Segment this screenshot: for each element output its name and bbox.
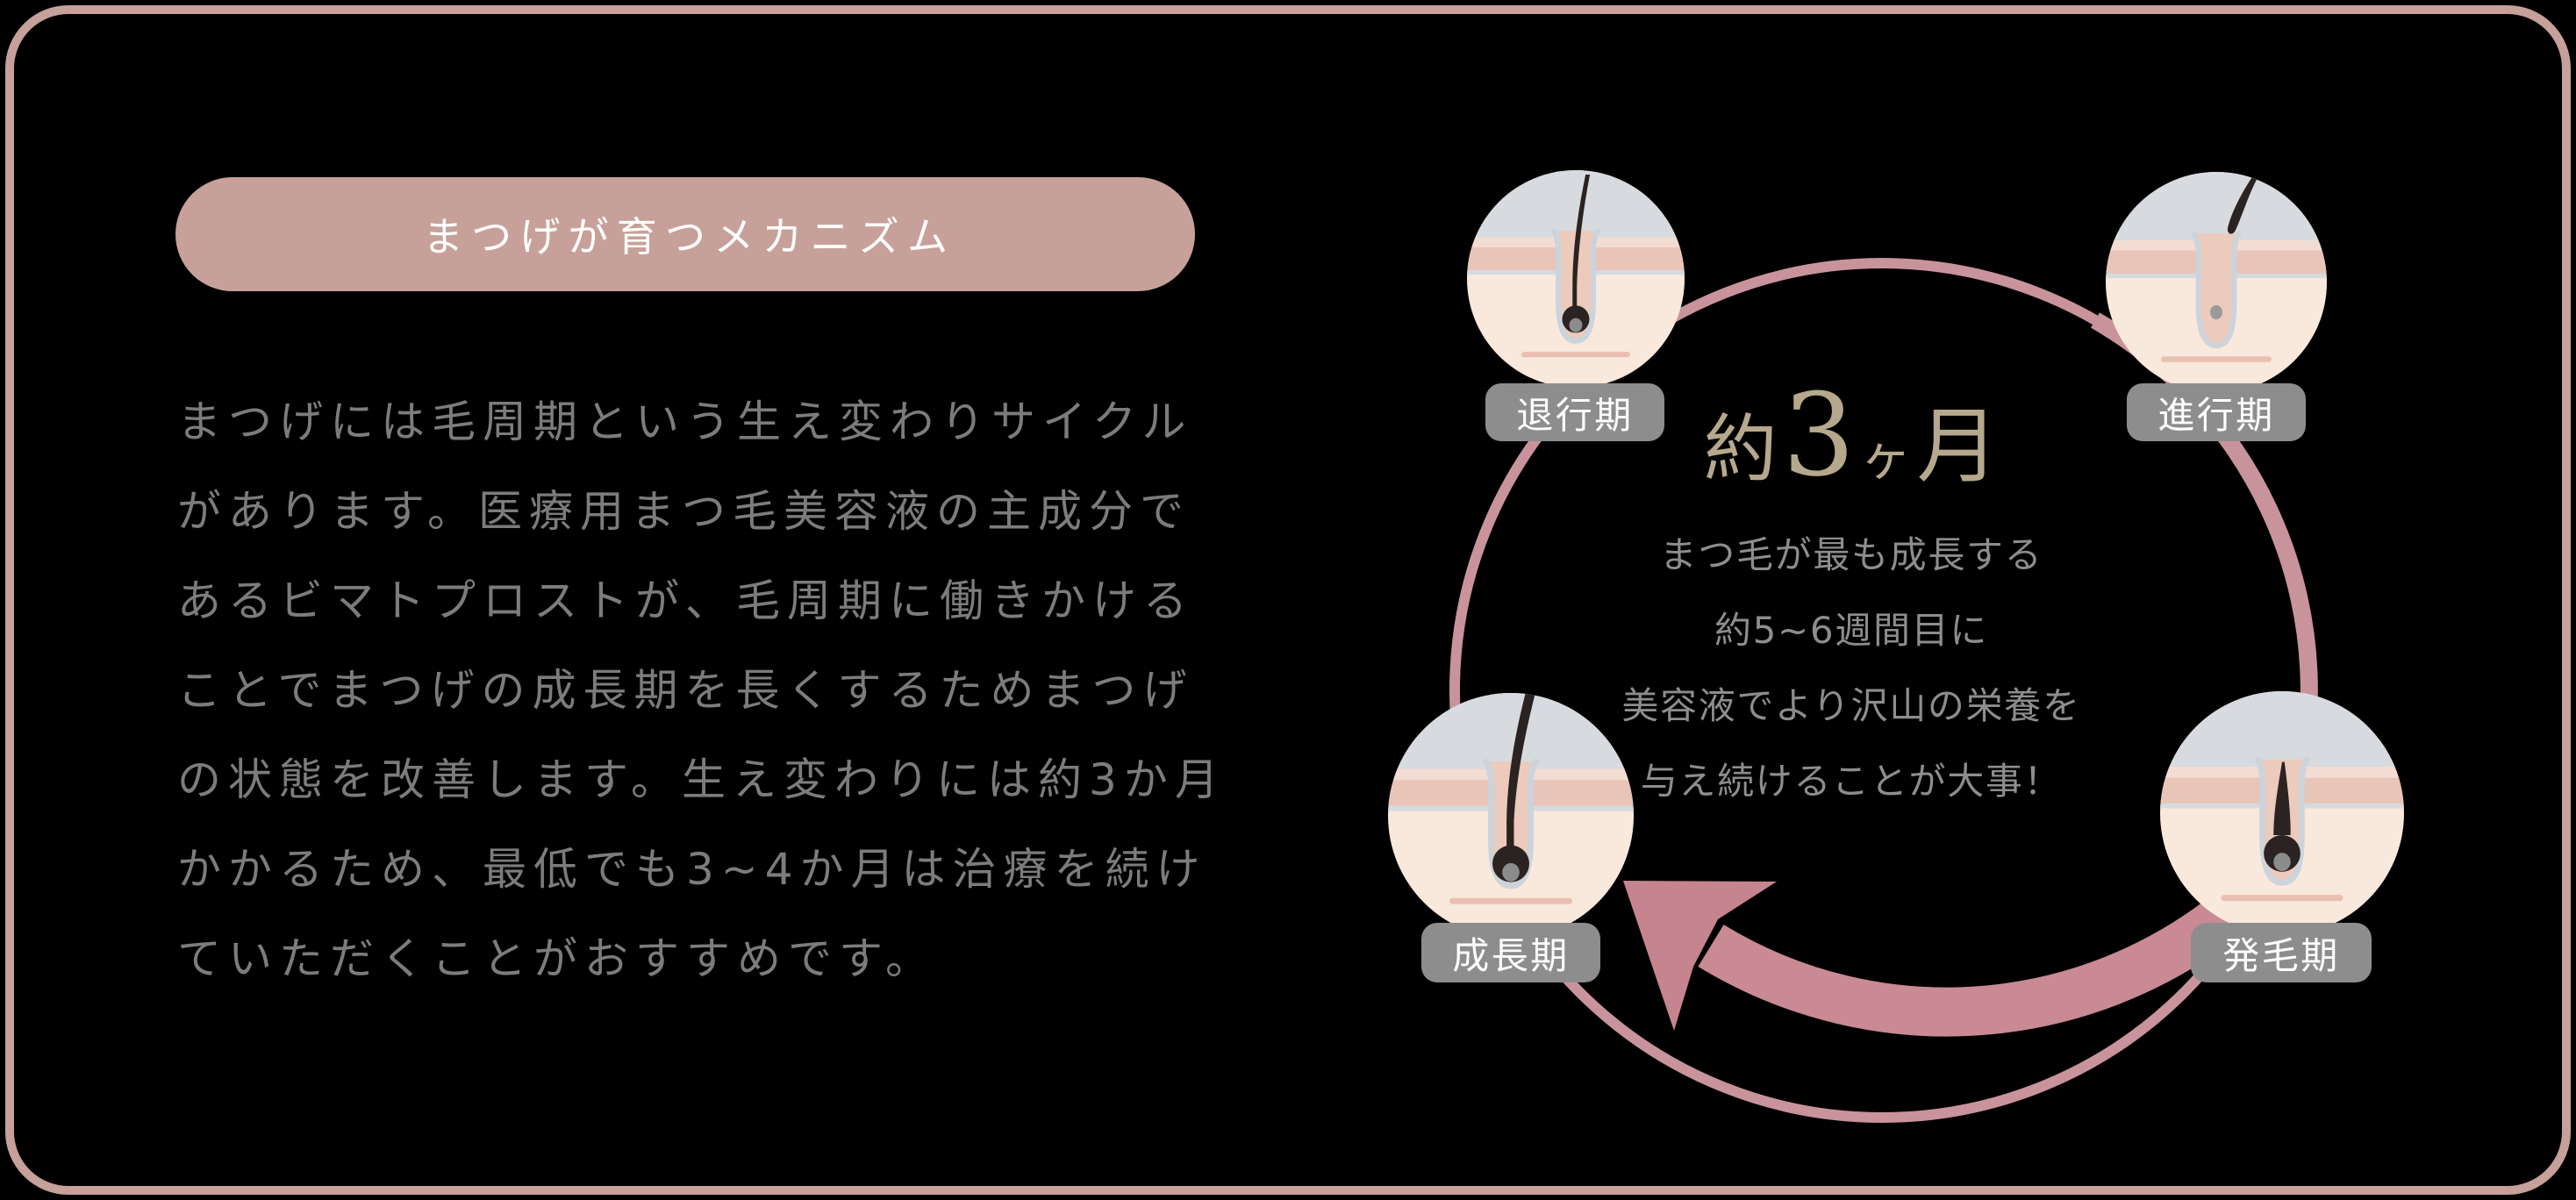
phase-label-progression: 進行期 [2157,393,2275,437]
section-title-pill: まつげが育つメカニズム [175,177,1195,291]
phase-label-hair-start: 発毛期 [2222,933,2340,977]
phase-label-growth: 成長期 [1452,933,1570,977]
cycle-duration-headline: 約 3 ヶ 月 [1606,368,2097,502]
duration-number: 3 [1782,368,1856,502]
follicle-progression-illustration-icon [2106,172,2327,393]
duration-counter: ヶ [1860,427,1912,487]
intro-paragraph: まつげには毛周期という生え変わりサイクル があります。医療用まつ毛美容液の主成分… [177,396,1226,984]
phase-badge-progression: 進行期 [2127,383,2306,441]
follicle-hair-start-illustration-icon [2160,691,2404,935]
phase-badge-growth: 成長期 [1421,923,1600,982]
section-title: まつげが育つメカニズム [422,213,956,261]
duration-about: 約 [1703,406,1778,492]
cycle-note: まつ毛が最も成長する 約5~6週間目に 美容液でより沢山の栄養を 与え続けること… [1621,533,2081,803]
duration-month: 月 [1916,399,2000,495]
follicle-growth-illustration-icon [1388,693,1634,939]
arrowhead-icon [1623,881,1777,1031]
phase-badge-hair-start: 発毛期 [2191,923,2372,982]
phase-badge-regression: 退行期 [1485,383,1664,441]
phase-label-regression: 退行期 [1516,393,1634,437]
follicle-regression-illustration-icon [1467,170,1685,388]
